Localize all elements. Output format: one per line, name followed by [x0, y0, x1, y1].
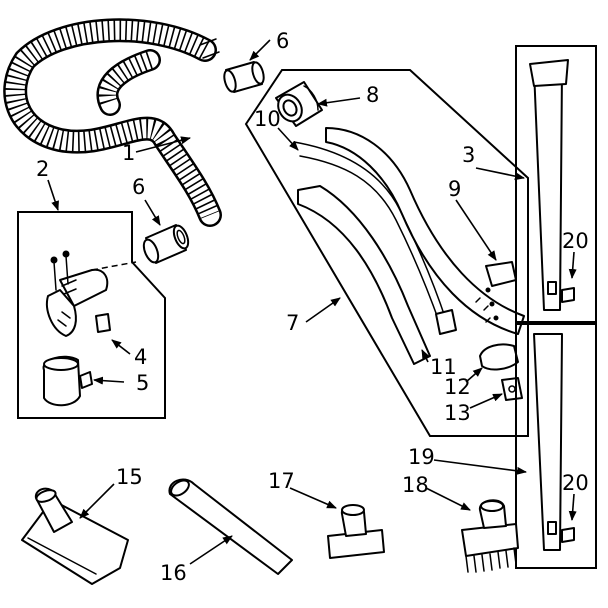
callout-4: 4	[134, 345, 147, 369]
wand-lower	[533, 333, 575, 551]
switch-part-9	[485, 261, 517, 287]
callout-20-upper: 20	[562, 229, 589, 253]
callout-13: 13	[444, 401, 471, 425]
callout-18: 18	[402, 473, 429, 497]
callout-1: 1	[122, 141, 135, 165]
cord-wire-10	[293, 141, 447, 325]
callout-8: 8	[366, 83, 379, 107]
callout-5: 5	[136, 371, 149, 395]
upholstery-tool-part-17	[327, 504, 385, 559]
callout-17: 17	[268, 469, 295, 493]
handle-connector-part-8	[275, 81, 323, 127]
clip-part-13	[501, 377, 523, 401]
callout-numbers: 1 2 3 4 5 6 6 7 8 9 10 11 12 13 15 16 17…	[36, 29, 589, 585]
handle-shell-upper	[325, 127, 525, 335]
wand-box	[515, 45, 597, 569]
callout-16: 16	[160, 561, 187, 585]
callout-20-lower: 20	[562, 471, 589, 495]
handle-assembly	[46, 250, 137, 337]
wand-upper	[529, 59, 575, 311]
callout-11: 11	[430, 355, 457, 379]
callout-19: 19	[408, 445, 435, 469]
callout-6-top: 6	[276, 29, 289, 53]
floor-tool-part-15	[21, 487, 129, 585]
callout-3: 3	[462, 143, 475, 167]
hose-cuff-lower	[142, 224, 190, 264]
callout-10: 10	[254, 107, 281, 131]
switch-part-4	[95, 313, 111, 333]
callout-12: 12	[444, 375, 471, 399]
leader-lines	[47, 39, 577, 565]
callout-15: 15	[116, 465, 143, 489]
handle-shell-lower	[297, 185, 431, 365]
kit-2-box	[17, 211, 166, 419]
clip-part-12	[479, 343, 519, 371]
hose-cuff-top	[223, 61, 265, 93]
callout-7: 7	[286, 311, 299, 335]
kit-7-box	[244, 69, 529, 437]
crevice-tool-part-16	[168, 478, 293, 575]
callout-2: 2	[36, 157, 49, 181]
grip-part-5	[42, 355, 93, 407]
dusting-brush-part-18	[461, 499, 519, 573]
hose	[3, 18, 222, 227]
callout-9: 9	[448, 177, 461, 201]
callout-6-lower: 6	[132, 175, 145, 199]
plug-part-11	[435, 309, 457, 335]
